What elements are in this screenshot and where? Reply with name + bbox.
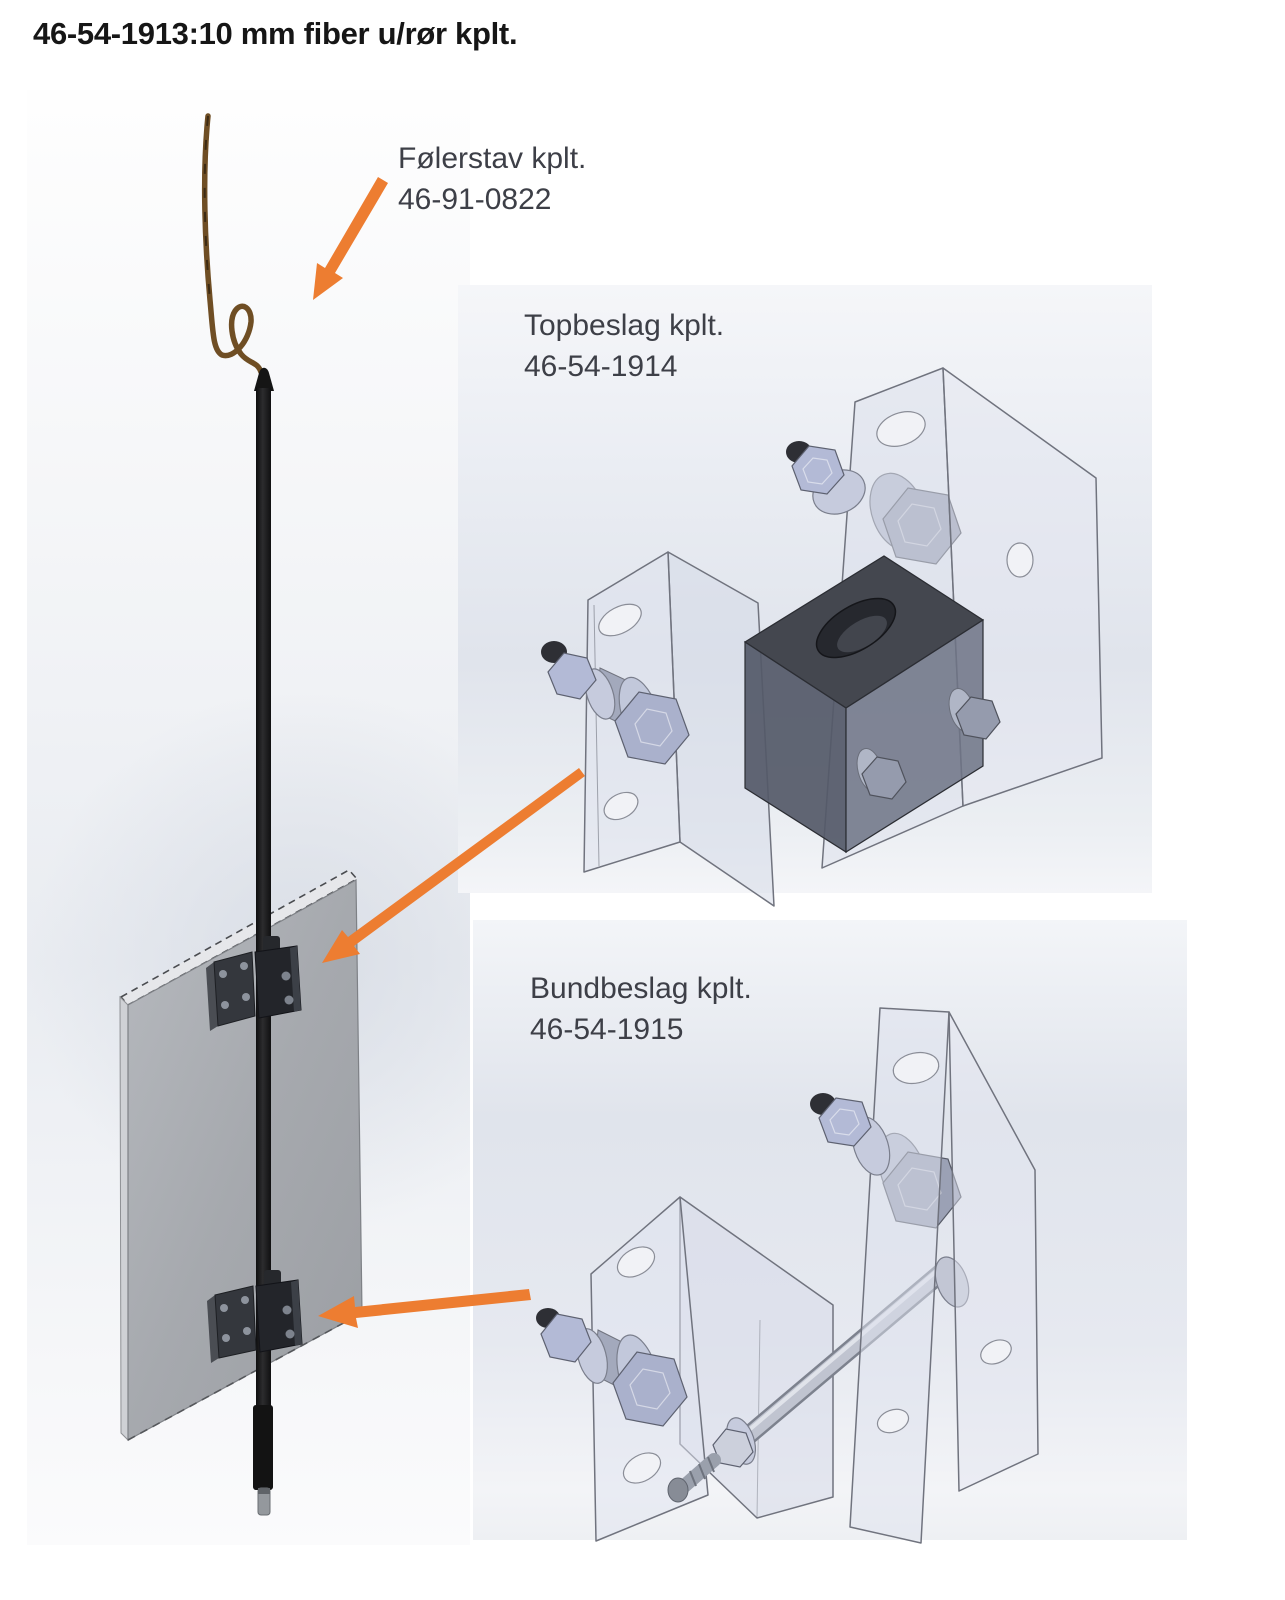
sensor-part-number: 46-91-0822: [398, 183, 552, 216]
bottom-bracket-label: Bundbeslag kplt. 46-54-1915: [530, 968, 752, 1050]
block-screw: [861, 756, 907, 800]
rod-bottom-sleeve: [253, 1405, 273, 1490]
rod-tip-ring: [258, 1488, 270, 1494]
bracket-hole: [616, 1246, 656, 1278]
top-bracket-render: [541, 367, 1103, 907]
top-bracket-label: Topbeslag kplt. 46-54-1914: [524, 305, 724, 387]
bottom-clamp: [207, 1270, 303, 1363]
plate-left-edge: [119, 995, 129, 1442]
sensor-label: Følerstav kplt. 46-91-0822: [398, 138, 586, 220]
sensor-arrow: [313, 177, 388, 300]
bottom-bracket-render: [536, 1007, 1039, 1544]
bottom-bracket-label-name: Bundbeslag kplt.: [530, 972, 752, 1005]
rod-top-cap: [254, 367, 274, 391]
bottom-bracket-arrow: [318, 1289, 531, 1328]
bracket-hole: [980, 1339, 1012, 1365]
plate-bottom-edge: [127, 1312, 363, 1441]
bottom-bracket-part-number: 46-54-1915: [530, 1013, 684, 1046]
page-title: 46-54-1913:10 mm fiber u/rør kplt.: [33, 16, 518, 51]
left-bolt-set: [536, 1308, 688, 1427]
top-bracket-part-number: 46-54-1914: [524, 350, 678, 383]
sensor-assembly: [119, 113, 363, 1516]
top-bolt-set: [786, 441, 866, 515]
bracket-hole: [622, 1452, 662, 1484]
sensor-rod: [256, 388, 271, 1408]
sensor-wire: [201, 113, 264, 375]
top-bolt-set: [810, 1093, 891, 1176]
top-clamp: [206, 936, 302, 1031]
bracket-slot-hole: [598, 603, 642, 637]
bracket-hole: [876, 411, 926, 447]
bracket-hole: [1006, 542, 1034, 578]
top-bracket-arrow: [322, 768, 585, 963]
sensor-label-name: Følerstav kplt.: [398, 142, 587, 175]
bracket-hole: [876, 1408, 910, 1434]
top-bracket-label-name: Topbeslag kplt.: [524, 309, 725, 342]
bracket-hole: [603, 791, 639, 821]
plate-top-edge: [119, 868, 359, 1007]
block-screw: [955, 696, 1001, 740]
left-bolt-set: [541, 641, 690, 765]
bracket-hole: [892, 1051, 940, 1085]
